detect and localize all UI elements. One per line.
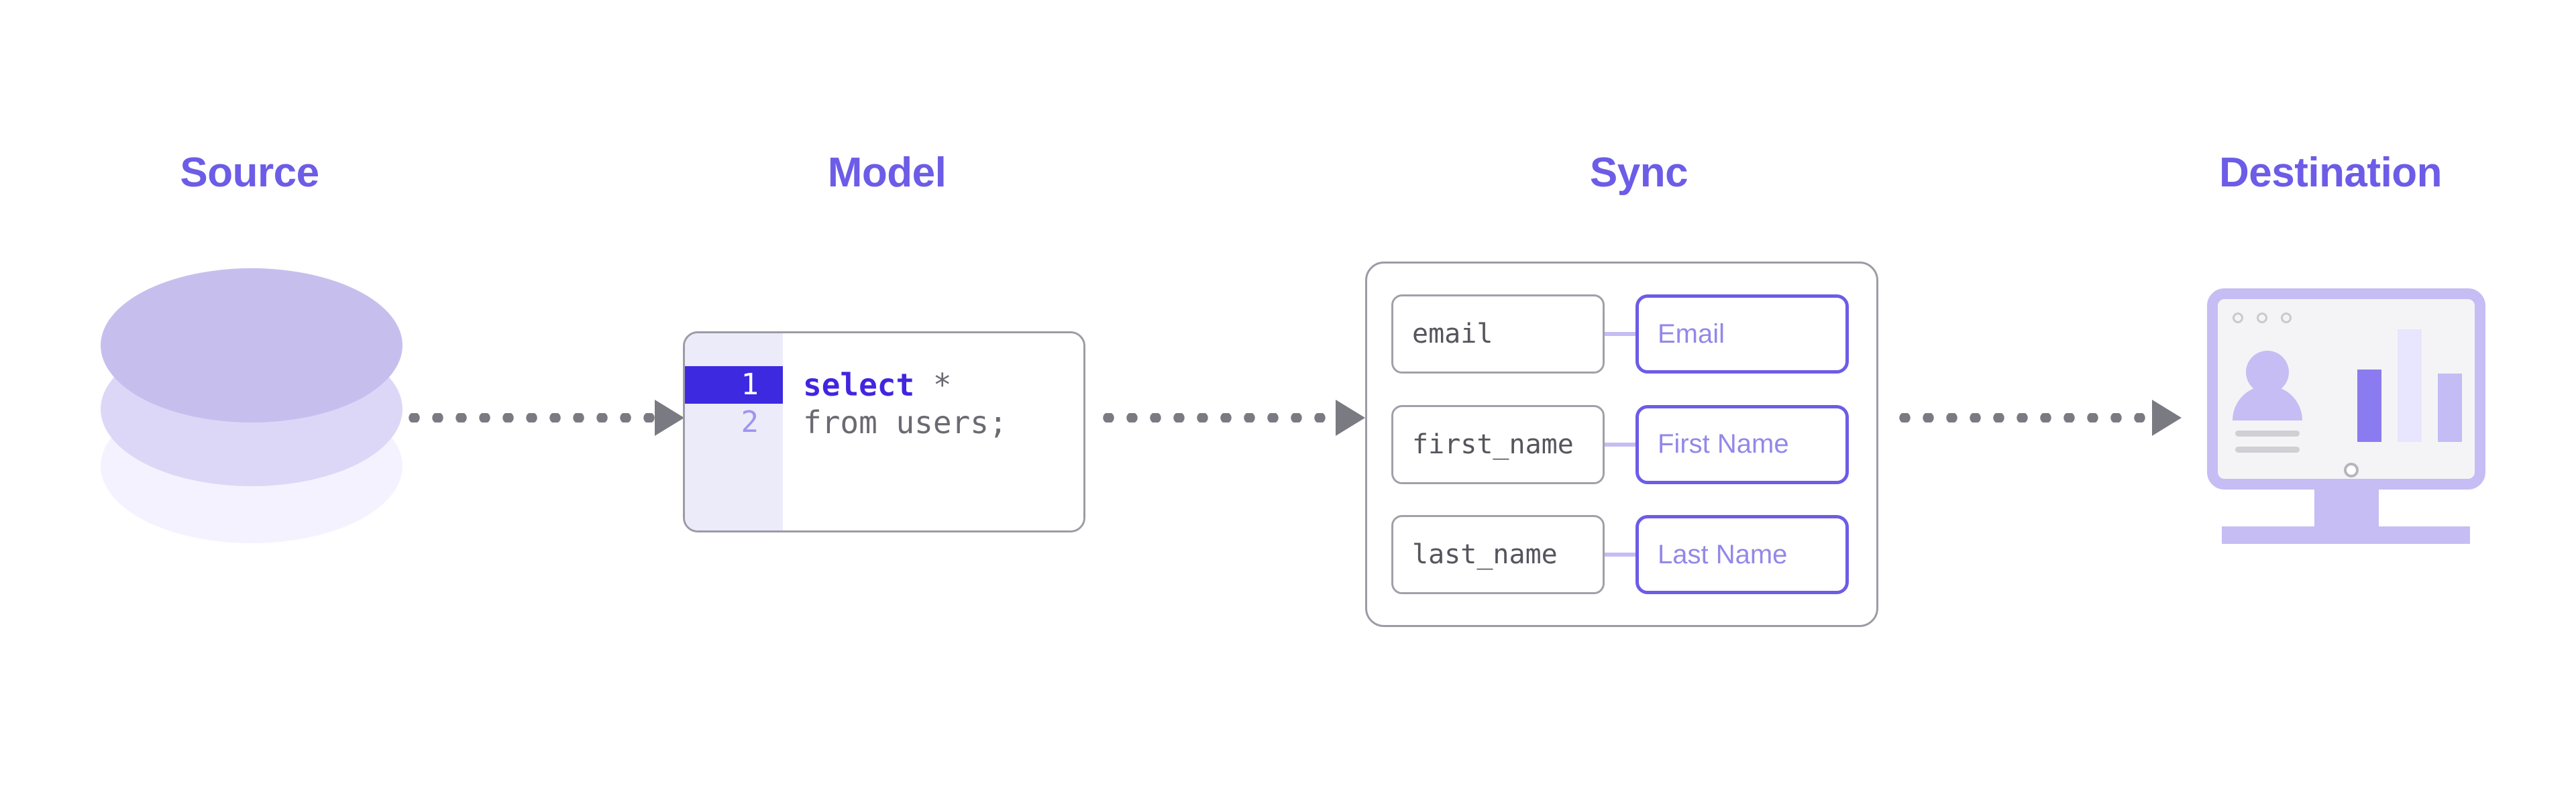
stage-title-model: Model [827, 150, 947, 196]
destination-field-box[interactable]: First Name [1635, 404, 1849, 484]
chart-bar [2438, 374, 2462, 442]
window-dot [2257, 313, 2267, 323]
database-layer-top [101, 268, 402, 422]
arrowhead-icon [655, 400, 684, 436]
dotted-line [1893, 413, 2153, 422]
sql-keyword-select: select [803, 367, 915, 403]
source-field-box[interactable]: last_name [1391, 515, 1605, 594]
stage-title-destination: Destination [2218, 150, 2443, 196]
window-dot [2281, 313, 2292, 323]
source-field-box[interactable]: first_name [1391, 404, 1605, 484]
flow-arrow-source-to-model [402, 398, 684, 438]
editor-code-area[interactable]: select * from users; [783, 333, 1083, 530]
mapping-connector-line [1605, 332, 1635, 336]
arrowhead-icon [1336, 400, 1365, 436]
dotted-line [1097, 413, 1337, 422]
camera-dot-icon [2344, 463, 2359, 477]
line-number-2: 2 [741, 405, 759, 439]
window-dots-icon [2233, 313, 2292, 323]
monitor-stand-neck [2314, 490, 2379, 528]
flow-arrow-model-to-sync [1097, 398, 1365, 438]
mapping-connector-line [1605, 553, 1635, 557]
code-editor-icon[interactable]: 1 2 select * from users; [683, 331, 1085, 532]
text-placeholder-line [2235, 431, 2300, 437]
mapping-connector-line [1605, 442, 1635, 447]
monitor-dashboard-icon [2207, 288, 2485, 550]
field-mapping-panel: email Email first_name First Name last_n… [1365, 262, 1878, 627]
stage-title-source: Source [180, 150, 319, 196]
chart-bar [2398, 329, 2422, 442]
destination-field-box[interactable]: Last Name [1635, 515, 1849, 594]
dotted-line [402, 413, 656, 422]
mapping-row: last_name Last Name [1391, 515, 1852, 594]
user-avatar-body [2233, 386, 2302, 420]
monitor-screen [2207, 288, 2485, 490]
line-number-1: 1 [685, 366, 783, 404]
mapping-row: email Email [1391, 294, 1852, 374]
chart-bar [2357, 370, 2381, 442]
window-dot [2233, 313, 2243, 323]
mapping-row: first_name First Name [1391, 404, 1852, 484]
source-field-box[interactable]: email [1391, 294, 1605, 374]
arrowhead-icon [2152, 400, 2182, 436]
destination-field-box[interactable]: Email [1635, 294, 1849, 374]
monitor-stand-base [2222, 526, 2470, 544]
editor-gutter: 1 2 [685, 333, 783, 530]
stage-title-sync: Sync [1589, 150, 1688, 196]
sql-star-operator: * [914, 367, 952, 403]
flow-arrow-sync-to-destination [1893, 398, 2182, 438]
database-cylinder-icon [101, 268, 402, 583]
text-placeholder-line [2235, 447, 2300, 453]
code-line-2: from users; [803, 404, 1008, 441]
code-line-1: select * [803, 366, 1083, 404]
